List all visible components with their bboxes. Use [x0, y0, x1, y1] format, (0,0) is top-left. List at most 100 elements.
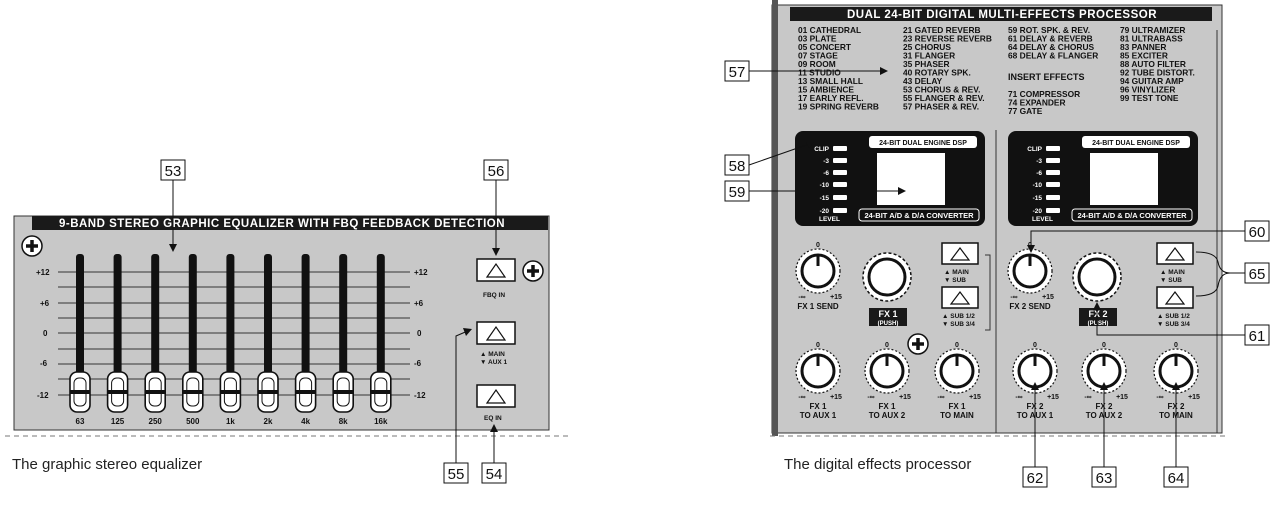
preset-item: 59 ROT. SPK. & REV.	[1008, 25, 1090, 35]
meter-label: -20	[820, 208, 830, 215]
scale-label: +6	[40, 299, 50, 308]
eq-caption: The graphic stereo equalizer	[12, 456, 202, 473]
fx2-sub-switch[interactable]	[1156, 286, 1194, 309]
callout-62: 62	[1022, 382, 1048, 488]
knob-scale-max: +15	[1047, 394, 1059, 401]
svg-text:59: 59	[729, 184, 746, 201]
fx2-program-label-box: FX 2 (PUSH)	[1079, 308, 1117, 327]
preset-item: 01 CATHEDRAL	[798, 25, 861, 35]
preset-item: 79 ULTRAMIZER	[1120, 25, 1185, 35]
meter-label: -6	[823, 170, 829, 177]
eq-fader-16k[interactable]	[369, 254, 392, 413]
dsp-top-label: 24-BIT DUAL ENGINE DSP	[879, 140, 967, 147]
sub-label: ▼ SUB	[944, 277, 966, 284]
meter-label: -10	[1033, 182, 1043, 189]
eq-fader-1k[interactable]	[219, 254, 242, 413]
eq-fader-250[interactable]	[144, 254, 166, 413]
callout-53: 53	[160, 159, 186, 252]
fx2-send-knob[interactable]	[1007, 248, 1053, 294]
knob-scale-max: +15	[1188, 394, 1200, 401]
preset-item: 96 VINYLIZER	[1120, 85, 1175, 95]
aux1-label: ▼ AUX 1	[480, 359, 508, 366]
knob-label: FX 1 SEND	[797, 302, 839, 311]
meter-led	[1046, 158, 1060, 163]
knob-scale-top: 0	[816, 242, 820, 249]
main-label: ▲ MAIN	[480, 351, 505, 358]
sub12-label: ▲ SUB 1/2	[1157, 313, 1190, 320]
svg-text:56: 56	[488, 163, 505, 180]
fx1-sub-switch[interactable]	[941, 286, 979, 309]
eq-band-label: 4k	[301, 417, 310, 426]
svg-text:65: 65	[1249, 266, 1266, 283]
scale-label: +12	[414, 268, 428, 277]
fx1-to-main-knob[interactable]	[934, 348, 980, 394]
meter-led	[1046, 170, 1060, 175]
knob-label: FX 1	[879, 402, 896, 411]
knob-scale-min: -∞	[798, 394, 805, 401]
eq-fader-4k[interactable]	[294, 254, 317, 413]
fx1-program-label-box: FX 1 (PUSH)	[869, 308, 907, 327]
meter-led	[1046, 182, 1060, 187]
scale-label: 0	[43, 329, 48, 338]
graphic-equalizer-panel: 9-BAND STEREO GRAPHIC EQUALIZER WITH FBQ…	[13, 215, 550, 431]
sub34-label: ▼ SUB 3/4	[1157, 321, 1190, 328]
callout-55: 55	[443, 328, 472, 484]
scale-label: +6	[414, 299, 424, 308]
fbq-in-switch[interactable]	[476, 258, 516, 282]
fx1-main-sub-switch[interactable]	[941, 242, 979, 265]
knob-scale-top: 0	[1033, 342, 1037, 349]
fx1-program-knob[interactable]	[862, 252, 912, 302]
knob-scale-top: 0	[816, 342, 820, 349]
level-label: LEVEL	[819, 216, 840, 223]
display-screen	[877, 153, 945, 205]
preset-item: 25 CHORUS	[903, 42, 951, 52]
callout-65: 65	[1195, 251, 1270, 297]
scale-label: -12	[37, 391, 49, 400]
preset-item: 83 PANNER	[1120, 42, 1166, 52]
eq-band-label: 8k	[339, 417, 348, 426]
fx1-send-knob[interactable]	[795, 248, 841, 294]
fx2-program-knob[interactable]	[1072, 252, 1122, 302]
preset-item: 07 STAGE	[798, 51, 838, 61]
eq-band-label: 2k	[264, 417, 273, 426]
eq-fader-63[interactable]	[69, 254, 91, 413]
eq-fader-125[interactable]	[106, 254, 129, 413]
svg-text:55: 55	[448, 466, 465, 483]
svg-text:(PUSH): (PUSH)	[878, 321, 899, 327]
fx1-to-aux1-knob[interactable]	[795, 348, 841, 394]
fx2-to-aux1-knob[interactable]	[1012, 348, 1058, 394]
eq-fader-500[interactable]	[182, 254, 204, 413]
preset-item: 85 EXCITER	[1120, 51, 1168, 61]
knob-scale-top: 0	[955, 342, 959, 349]
eq-band-label: 500	[186, 417, 200, 426]
sub34-label: ▼ SUB 3/4	[942, 321, 975, 328]
eq-fader-8k[interactable]	[332, 254, 355, 413]
preset-item: 23 REVERSE REVERB	[903, 34, 992, 44]
meter-led	[833, 170, 847, 175]
eq-title: 9-BAND STEREO GRAPHIC EQUALIZER WITH FBQ…	[59, 218, 505, 230]
svg-text:62: 62	[1027, 470, 1044, 487]
fx2-to-aux2-knob[interactable]	[1081, 348, 1127, 394]
eq-in-switch[interactable]	[476, 384, 516, 408]
scale-label: -12	[414, 391, 426, 400]
svg-text:64: 64	[1168, 470, 1185, 487]
meter-label: -10	[820, 182, 830, 189]
preset-item: 09 ROOM	[798, 59, 836, 69]
fx1-to-aux2-knob[interactable]	[864, 348, 910, 394]
meter-led	[1046, 208, 1060, 213]
eq-panel-background	[13, 215, 550, 431]
main-aux1-switch[interactable]	[476, 321, 516, 345]
eq-title-bar	[32, 216, 548, 230]
preset-item: 35 PHASER	[903, 59, 950, 69]
callout-63: 63	[1091, 382, 1117, 488]
svg-text:54: 54	[486, 466, 503, 483]
knob-scale-min: -∞	[1084, 394, 1091, 401]
eq-fader-2k[interactable]	[257, 254, 279, 413]
scale-label: -6	[40, 359, 48, 368]
preset-item: 71 COMPRESSOR	[1008, 89, 1080, 99]
preset-item: 21 GATED REVERB	[903, 25, 981, 35]
fx2-main-sub-switch[interactable]	[1156, 242, 1194, 265]
